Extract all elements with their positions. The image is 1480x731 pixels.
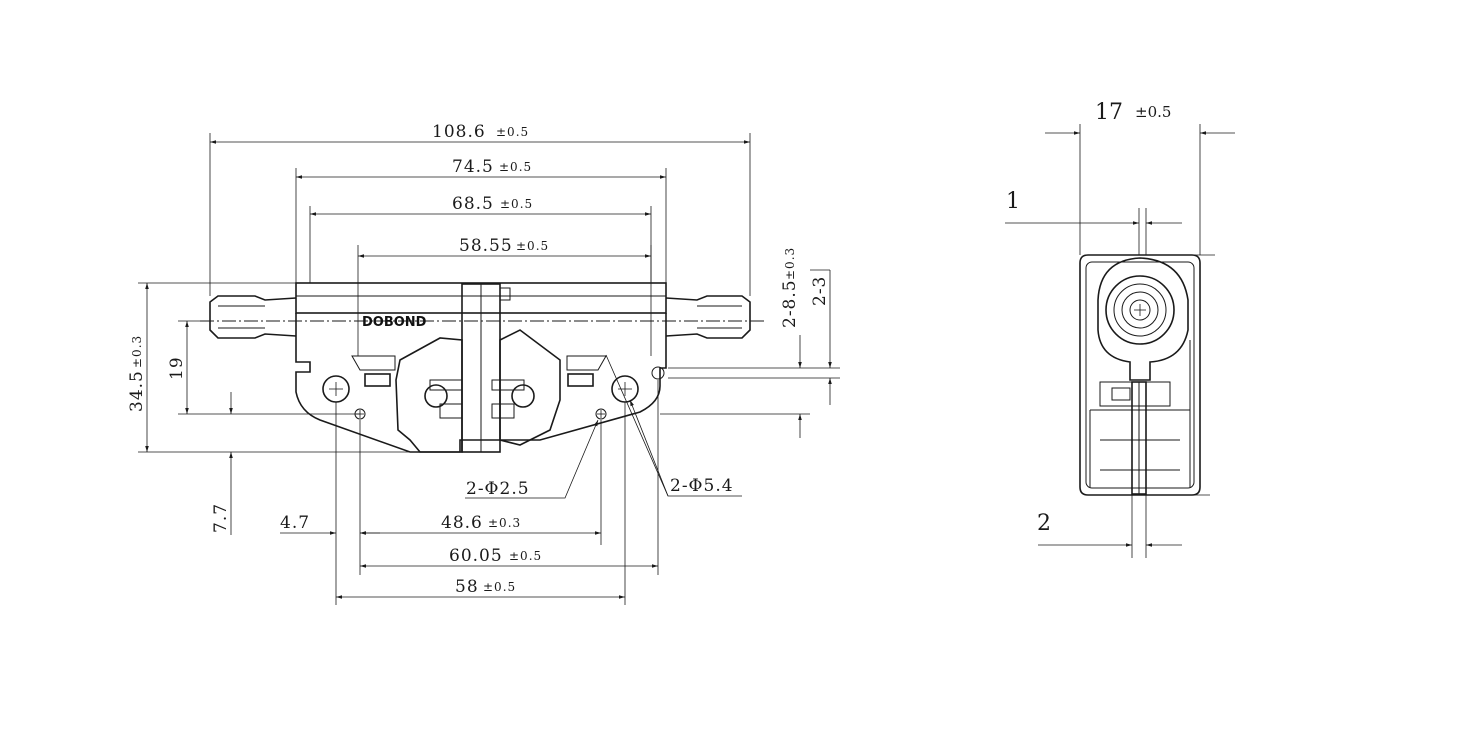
- dim-vertical-offset-tol: ±0.3: [783, 247, 797, 280]
- dim-side-top-offset: 1: [1006, 189, 1020, 214]
- dim-side-width-tol: ±0.5: [1135, 103, 1171, 121]
- dim-overall-length-tol: ±0.5: [496, 125, 529, 139]
- dim-large-hole-pitch-tol: ±0.5: [483, 580, 516, 594]
- small-hole-right: [595, 408, 607, 420]
- dim-small-hole-pitch-tol: ±0.3: [488, 516, 521, 530]
- roller-left: [424, 384, 448, 408]
- dim-small-hole-pitch: 48.6: [441, 513, 483, 533]
- side-view: [1079, 254, 1201, 496]
- dim-outer-pitch-tol: ±0.5: [509, 549, 542, 563]
- front-dimension-labels: 108.6 ±0.5 74.5 ±0.5 68.5 ±0.5 58.55 ±0.…: [127, 122, 830, 597]
- cam-body: [395, 337, 463, 453]
- front-dimensions: [138, 133, 840, 605]
- dim-side-bottom-offset: 2: [1037, 511, 1051, 536]
- side-wheel-outer: [1105, 275, 1175, 345]
- logo-text: DOBOND: [362, 315, 427, 330]
- dim-slot-length: 58.55: [459, 236, 513, 256]
- dim-body-length-tol: ±0.5: [499, 160, 532, 174]
- front-view: DOBOND: [200, 282, 765, 453]
- side-body-outline: [1079, 254, 1201, 496]
- dim-vertical-small: 2-3: [810, 276, 830, 306]
- dim-large-hole-pitch: 58: [455, 577, 479, 597]
- small-hole-top-right: [651, 366, 665, 380]
- dim-slot-length-tol: ±0.5: [516, 239, 549, 253]
- dim-axis-height: 19: [167, 356, 187, 380]
- dim-height: 34.5: [127, 370, 147, 412]
- axle-left: [209, 295, 297, 339]
- dim-overall-length: 108.6: [432, 122, 486, 142]
- large-hole-label: 2-Φ5.4: [670, 476, 734, 496]
- dim-inner-length-tol: ±0.5: [500, 197, 533, 211]
- axle-right: [665, 295, 751, 339]
- dim-body-length: 74.5: [452, 157, 494, 177]
- dim-left-offset: 4.7: [280, 513, 310, 533]
- dim-inner-length: 68.5: [452, 194, 494, 214]
- dim-outer-pitch: 60.05: [449, 546, 503, 566]
- side-dimension-labels: 17 ±0.5 1 2: [1006, 100, 1171, 536]
- dim-side-width: 17: [1095, 100, 1123, 125]
- roller-right: [511, 384, 535, 408]
- small-hole-label: 2-Φ2.5: [466, 479, 530, 499]
- side-dimensions: [1005, 124, 1235, 558]
- side-wheel-housing: [1097, 257, 1189, 381]
- dim-height-tol: ±0.3: [130, 335, 144, 368]
- dim-vertical-offset: 2-8.5: [780, 279, 800, 328]
- dim-bottom-offset: 7.7: [211, 503, 231, 533]
